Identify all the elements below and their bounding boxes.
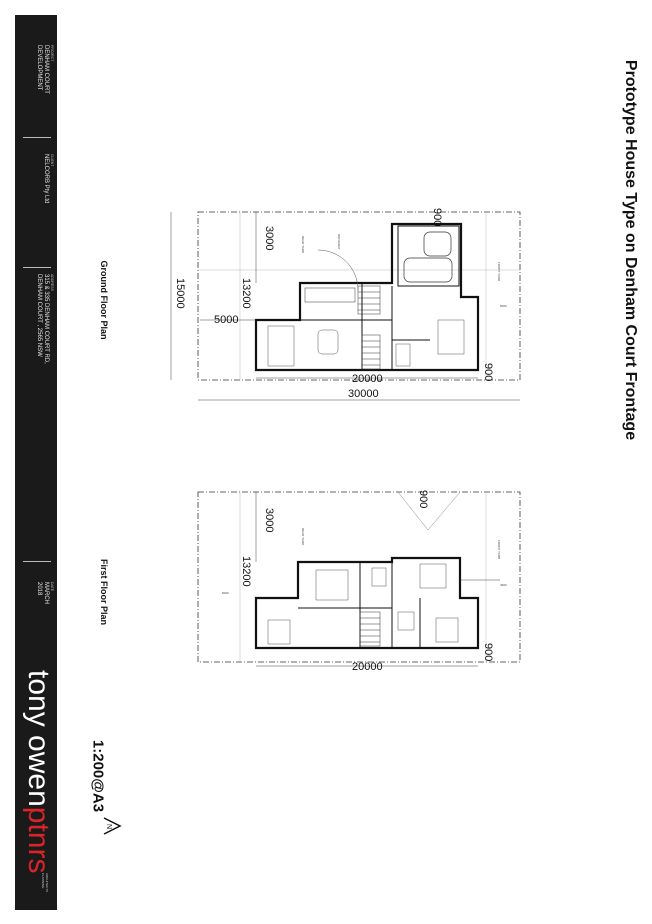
divider (23, 267, 51, 268)
gf-dim-900-bottom: 900 (482, 363, 494, 381)
bed (267, 619, 291, 645)
ff-dim-3000: 3000 (263, 508, 275, 532)
car-icon (403, 257, 453, 283)
divider (23, 137, 51, 138)
setback-note-left: 5000 (222, 591, 229, 595)
ff-dim-900-bottom: 900 (482, 643, 494, 661)
ground-floor-plan: REAR YARD FRONT YARD 5000 DRIVEWAY 3000 … (170, 208, 521, 401)
bed (315, 569, 349, 601)
gf-dim-20000: 20000 (352, 373, 383, 385)
bathroom-fixture (371, 567, 387, 587)
gf-dim-3000: 3000 (263, 226, 275, 250)
driveway-curve (317, 249, 359, 291)
bathroom-fixture (395, 343, 411, 367)
bed (419, 563, 447, 589)
gf-dim-30000: 30000 (348, 388, 379, 400)
building-outline (254, 222, 480, 372)
north-arrow-icon: N (103, 817, 122, 835)
lot-boundary (197, 211, 521, 381)
dimension-lines (255, 492, 500, 667)
divider (23, 561, 51, 562)
gf-dim-5000: 5000 (214, 314, 238, 326)
rear-yard-note: REAR YARD (301, 528, 305, 546)
ff-dim-13200: 13200 (240, 556, 252, 587)
first-floor-plan: REAR YARD FRONT YARD 5000 4900 3000 900 … (197, 490, 521, 673)
gf-dim-900-top: 900 (431, 208, 443, 226)
car-icon (423, 231, 452, 257)
north-label: N (105, 824, 112, 829)
title-block: PROJECT DENHAM COURT DEVELOPMENT CLIENT … (15, 15, 57, 910)
front-yard-note: FRONT YARD (497, 540, 501, 560)
lot-boundary (197, 491, 521, 663)
stairs (357, 285, 381, 370)
rear-yard-note: REAR YARD (301, 236, 305, 254)
setback-note-right: 4900 (500, 583, 507, 587)
dimension-lines (170, 212, 520, 401)
dining-table (317, 329, 339, 355)
setback-note: 5000 (500, 304, 507, 308)
driveway-note: DRIVEWAY (337, 234, 341, 250)
lounge-furniture (267, 325, 295, 367)
building-outline (254, 556, 480, 650)
lounge-furniture (437, 319, 465, 355)
gf-dim-13200: 13200 (240, 278, 252, 309)
ff-dim-20000: 20000 (352, 661, 383, 673)
ff-dim-900-top: 900 (417, 490, 429, 508)
bathroom-fixture (397, 611, 415, 631)
kitchen-bench (304, 287, 356, 303)
gf-dim-15000: 15000 (174, 278, 186, 309)
front-yard-note: FRONT YARD (497, 262, 501, 282)
garage (397, 225, 460, 287)
stairs (359, 611, 381, 647)
garage-roof (397, 491, 461, 531)
bed (435, 617, 459, 643)
